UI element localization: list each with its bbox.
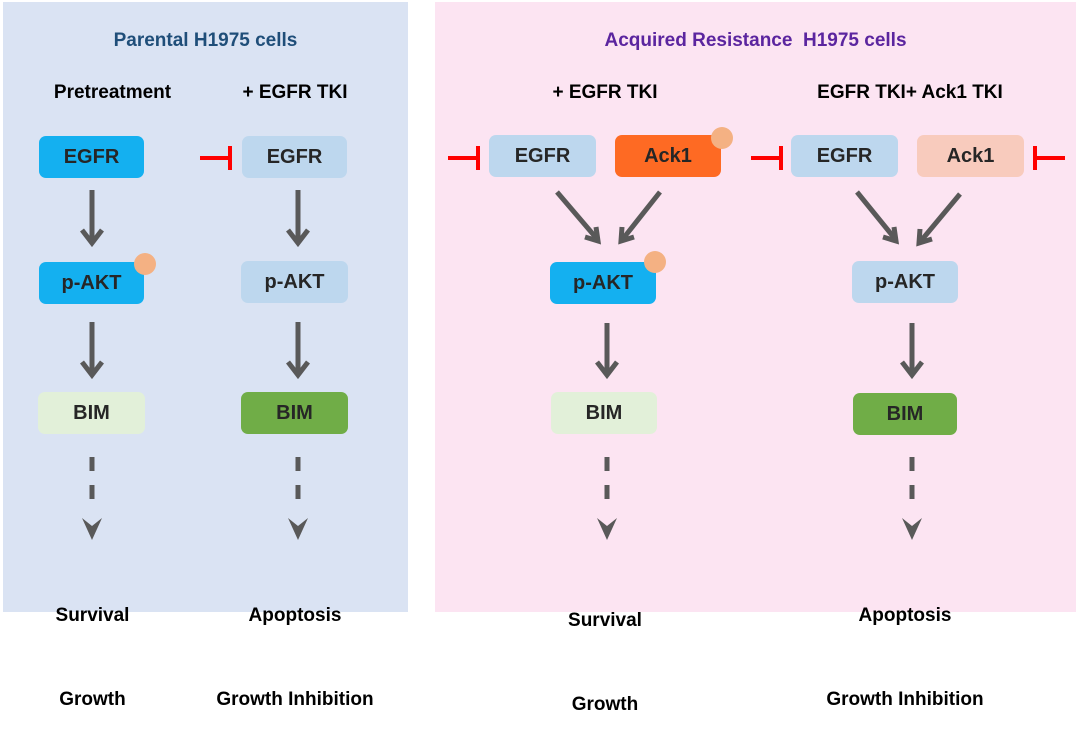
arrowhead [597, 518, 617, 540]
acquired-resistance-panel [435, 2, 1076, 612]
parental-title: Parental H1975 cells [113, 30, 298, 51]
outcome-line-2: Growth Inhibition [216, 689, 374, 710]
arrowhead [80, 228, 104, 248]
pretreatment-heading: Pretreatment [53, 82, 172, 103]
arrowhead [595, 360, 619, 380]
ack1-node-active: Ack1 [615, 135, 721, 177]
arrowhead [82, 518, 102, 540]
arrow-egfr-to-pakt [555, 190, 600, 242]
combo-tki-heading: EGFR TKI+ Ack1 TKI [817, 82, 1003, 103]
egfr-node-active: EGFR [39, 136, 144, 178]
arrowhead [916, 228, 933, 247]
arrowhead [288, 518, 308, 540]
arrowhead [900, 360, 924, 380]
egfr-tki-heading-left: + EGFR TKI [242, 82, 348, 103]
phosphorylation-dot-pakt [644, 251, 666, 273]
connector-layer [80, 146, 1065, 540]
outcome-line-2: Growth Inhibition [826, 689, 984, 710]
arrow-ack1-to-pakt [918, 192, 962, 244]
inhibitor-ack1-tki [1033, 146, 1065, 170]
ack1-node-inhibited: Ack1 [917, 135, 1024, 177]
bim-node-high-combo: BIM [853, 393, 957, 435]
arrowhead [584, 226, 602, 245]
arrowhead [902, 518, 922, 540]
pakt-node-inactive: p-AKT [241, 261, 348, 303]
arrowhead [618, 226, 635, 245]
inhibitor-egfr-tki-left [200, 146, 232, 170]
outcome-line-2: Growth [571, 694, 639, 715]
bim-node-low: BIM [38, 392, 145, 434]
pakt-node-inactive-combo: p-AKT [852, 261, 958, 303]
arrow-ack1-to-pakt [620, 190, 662, 242]
egfr-node-inhibited: EGFR [242, 136, 347, 178]
arrowhead [286, 228, 310, 248]
acquired-resistance-title: Acquired Resistance H1975 cells [604, 30, 907, 51]
egfr-node-inhibited-combo: EGFR [791, 135, 898, 177]
arrowhead [286, 360, 310, 380]
parental-panel [3, 2, 408, 612]
phosphorylation-dot-ack1 [711, 127, 733, 149]
bim-node-low-resistant: BIM [551, 392, 657, 434]
pakt-node-active: p-AKT [39, 262, 144, 304]
inhibitor-egfr-tki-resistant [448, 146, 480, 170]
arrowhead [882, 226, 900, 245]
phosphorylation-dot [134, 253, 156, 275]
arrow-egfr-to-pakt [855, 190, 898, 242]
arrowhead [80, 360, 104, 380]
outcome-line-2: Growth [59, 689, 126, 710]
dashed-arrowheads [82, 518, 922, 540]
bim-node-high: BIM [241, 392, 348, 434]
pakt-node-active-resistant: p-AKT [550, 262, 656, 304]
inhibitor-egfr-tki-combo [751, 146, 783, 170]
egfr-tki-heading-right: + EGFR TKI [552, 82, 658, 103]
egfr-node-inhibited-resistant: EGFR [489, 135, 596, 177]
